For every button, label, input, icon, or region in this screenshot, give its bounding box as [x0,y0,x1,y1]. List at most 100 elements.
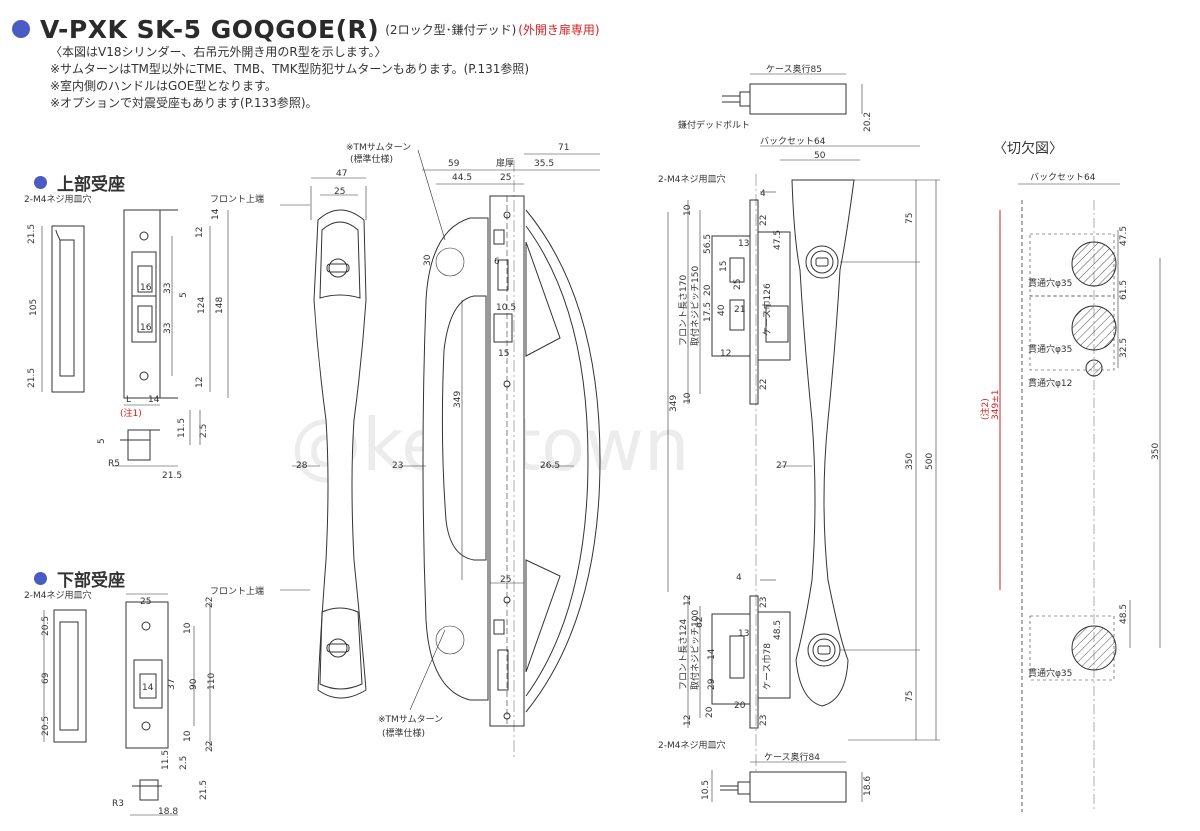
label-m4-hole-upper: 2-M4ネジ用皿穴 [24,193,91,205]
page-title: V-PXK SK-5 GOQGOE(R) [40,14,380,44]
label-front-len-170: フロント長さ170 [678,275,689,346]
dim-148: 148 [215,297,225,314]
lower-strike-drawing [43,593,211,816]
label-door-thickness: 扉厚 [496,157,514,169]
label-mount-pitch-100: 取付ネジピッチ100 [690,610,701,690]
dim-12: 12 [720,349,731,359]
dim-12: 12 [195,227,205,238]
note-line: ※サムターンはTM型以外にTME、TMB、TMK型防犯サムターンもあります。(P… [50,62,530,76]
dim-30: 30 [423,254,433,266]
dim-349: 349 [453,391,463,408]
dim-21-5: 21.5 [27,224,37,244]
label-std-spec-bottom: (標準仕様) [382,727,425,739]
upper-strike-drawing [41,209,229,467]
dim-20-2: 20.2 [863,112,873,132]
handle-front-view [280,177,367,699]
dim-90: 90 [189,678,199,690]
dim-L: L [126,395,131,405]
note-line: 〈本図はV18シリンダー、右吊元外開き用のR型を示します。〉 [50,45,387,59]
dim-10: 10 [183,622,193,634]
dim-69: 69 [41,672,51,684]
dim-22: 22 [205,597,215,608]
dim-28: 28 [296,461,308,471]
label-front-top-lower: フロント上端 [210,585,264,597]
dim-13: 13 [738,239,749,249]
label-backset-64: バックセット64 [760,136,826,147]
dim-18-6: 18.6 [863,776,873,796]
dim-2-5: 2.5 [199,424,209,438]
dim-71: 71 [558,143,569,153]
page-subtitle-red: (外開き扉専用) [518,22,600,37]
dim-20: 20 [705,706,715,718]
hook-deadbolt-top [722,73,863,115]
dim-23: 23 [392,461,403,471]
dim-124: 124 [197,297,207,314]
dim-22: 22 [759,379,769,390]
dim-20: 20 [734,701,746,711]
section-lower-strike-label: 下部受座 [57,571,125,591]
section-upper-strike: 上部受座 [34,170,125,195]
dim-14: 14 [707,648,717,660]
label-m4-hole-case-bottom: 2-M4ネジ用皿穴 [658,739,725,751]
title-row: V-PXK SK-5 GOQGOE(R) (2ロック型･鎌付デッド) (外開き扉… [12,14,600,44]
label-m4-hole-case-top: 2-M4ネジ用皿穴 [658,173,725,185]
label-tm-thumbturn-top: ※TMサムターン [346,142,411,153]
dim-21-5: 21.5 [162,471,182,481]
label-case-width-126: ケース巾126 [761,283,773,336]
dim-48-5: 48.5 [1119,604,1129,624]
label-std-spec-top: (標準仕様) [350,153,393,165]
dim-50: 50 [814,151,826,161]
handle-side-view [398,149,601,760]
dim-21-5: 21.5 [27,368,37,388]
dim-16: 16 [140,283,152,293]
dim-75: 75 [905,213,915,224]
dim-33: 33 [163,323,173,334]
label-case-depth-85: ケース奥行85 [766,63,822,75]
label-backset-64-cutaway: バックセット64 [1030,172,1096,183]
label-note2: (注2) [979,398,991,420]
dim-27: 27 [776,461,787,471]
dim-59: 59 [448,159,460,169]
handle-outer-view [780,179,940,741]
deadbolt-bottom [711,761,863,803]
label-mount-pitch-150: 取付ネジピッチ150 [690,266,701,346]
dim-10: 10 [683,204,693,216]
title-bullet-icon [12,20,30,38]
dim-15: 15 [498,349,509,359]
dim-47-5: 47.5 [1119,226,1129,246]
dim-349: 349 [669,395,679,412]
cutaway-title: 〈切欠図〉 [993,141,1063,157]
dim-4: 4 [760,189,766,199]
dim-47: 47 [336,169,347,179]
dim-22: 22 [205,741,215,752]
note-line: ※オプションで対震受座もあります(P.133参照)。 [50,96,318,110]
dim-25: 25 [140,597,151,607]
dim-21: 21 [734,305,745,315]
dim-40: 40 [717,304,727,316]
label-through-hole-12: 貫通穴φ12 [1028,377,1072,389]
dim-350: 350 [1151,443,1161,460]
dim-6: 6 [494,257,500,267]
label-through-hole-35: 貫通穴φ35 [1028,343,1072,355]
lock-case-side [667,145,920,790]
dim-110: 110 [207,673,217,690]
dim-22: 22 [759,215,769,226]
section-lower-strike: 下部受座 [34,566,125,591]
dim-23: 23 [759,597,769,608]
dim-R5: R5 [108,459,120,469]
label-case-depth-84: ケース奥行84 [764,751,820,763]
label-front-top-upper: フロント上端 [210,193,264,205]
dim-5: 5 [97,438,107,444]
dim-32-5: 32.5 [1119,338,1129,358]
dim-48-5: 48.5 [773,620,783,640]
dim-25: 25 [500,575,511,585]
label-349-tolerance: 349±1 [991,390,1001,420]
label-through-hole-35: 貫通穴φ35 [1028,277,1072,289]
page-subtitle: (2ロック型･鎌付デッド) [385,22,517,37]
dim-17-5: 17.5 [703,302,713,322]
dim-R3: R3 [112,799,124,809]
dim-14: 14 [142,683,154,693]
dim-12: 12 [683,715,693,726]
dim-14: 14 [211,208,221,220]
